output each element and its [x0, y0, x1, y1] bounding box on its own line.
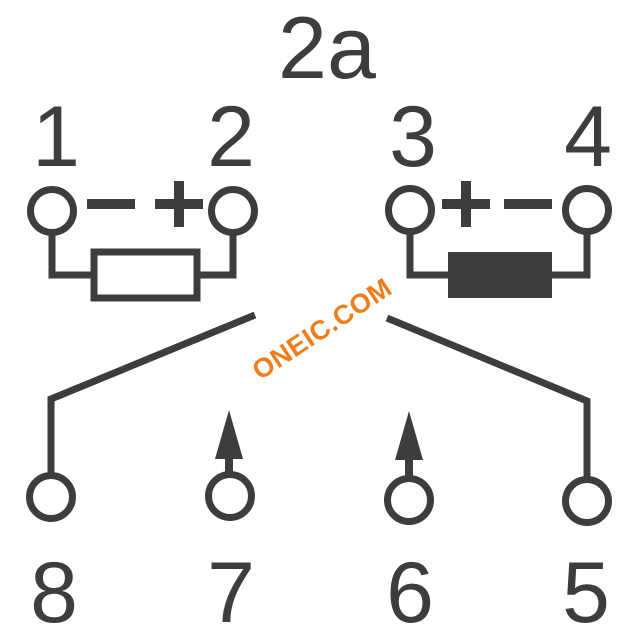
terminal-5 [562, 476, 612, 526]
pin-label-4: 4 [564, 89, 612, 185]
terminal-4 [562, 185, 612, 235]
contact-arm-left [47, 311, 257, 474]
coil-left-circuit [27, 181, 258, 302]
minus-sign-icon-coil-left [87, 199, 135, 209]
pin-label-8: 8 [30, 545, 78, 640]
arrow-up-icon-pin6 [395, 411, 423, 477]
coil-right-circuit [385, 181, 612, 298]
watermark: ONEIC.COM [247, 272, 397, 386]
terminal-6 [384, 475, 434, 525]
pin-label-5: 5 [562, 545, 610, 640]
coil-left-body [90, 248, 201, 302]
contact-arm-right [385, 314, 591, 478]
plus-sign-icon-coil-right [442, 181, 490, 227]
pin-label-1: 1 [32, 89, 80, 185]
pin-label-6: 6 [386, 545, 434, 640]
coil-left-wire-left [48, 230, 94, 279]
minus-sign-icon-coil-right [504, 199, 552, 209]
terminal-3 [385, 185, 435, 235]
coil-left-wire-right [197, 230, 237, 279]
coil-right-wire-left [406, 229, 448, 279]
terminal-8 [26, 472, 76, 522]
arrow-up-icon-pin7 [215, 410, 243, 474]
terminal-7 [205, 471, 255, 521]
plus-sign-icon-coil-left [155, 181, 203, 227]
pin-label-2: 2 [207, 89, 255, 185]
terminal-2 [208, 186, 258, 236]
diagram-title: 2a [278, 0, 376, 97]
terminal-1 [27, 186, 77, 236]
coil-right-body [448, 252, 552, 298]
pin-label-7: 7 [207, 545, 255, 640]
pin-label-3: 3 [389, 89, 437, 185]
coil-right-wire-right [552, 229, 591, 279]
